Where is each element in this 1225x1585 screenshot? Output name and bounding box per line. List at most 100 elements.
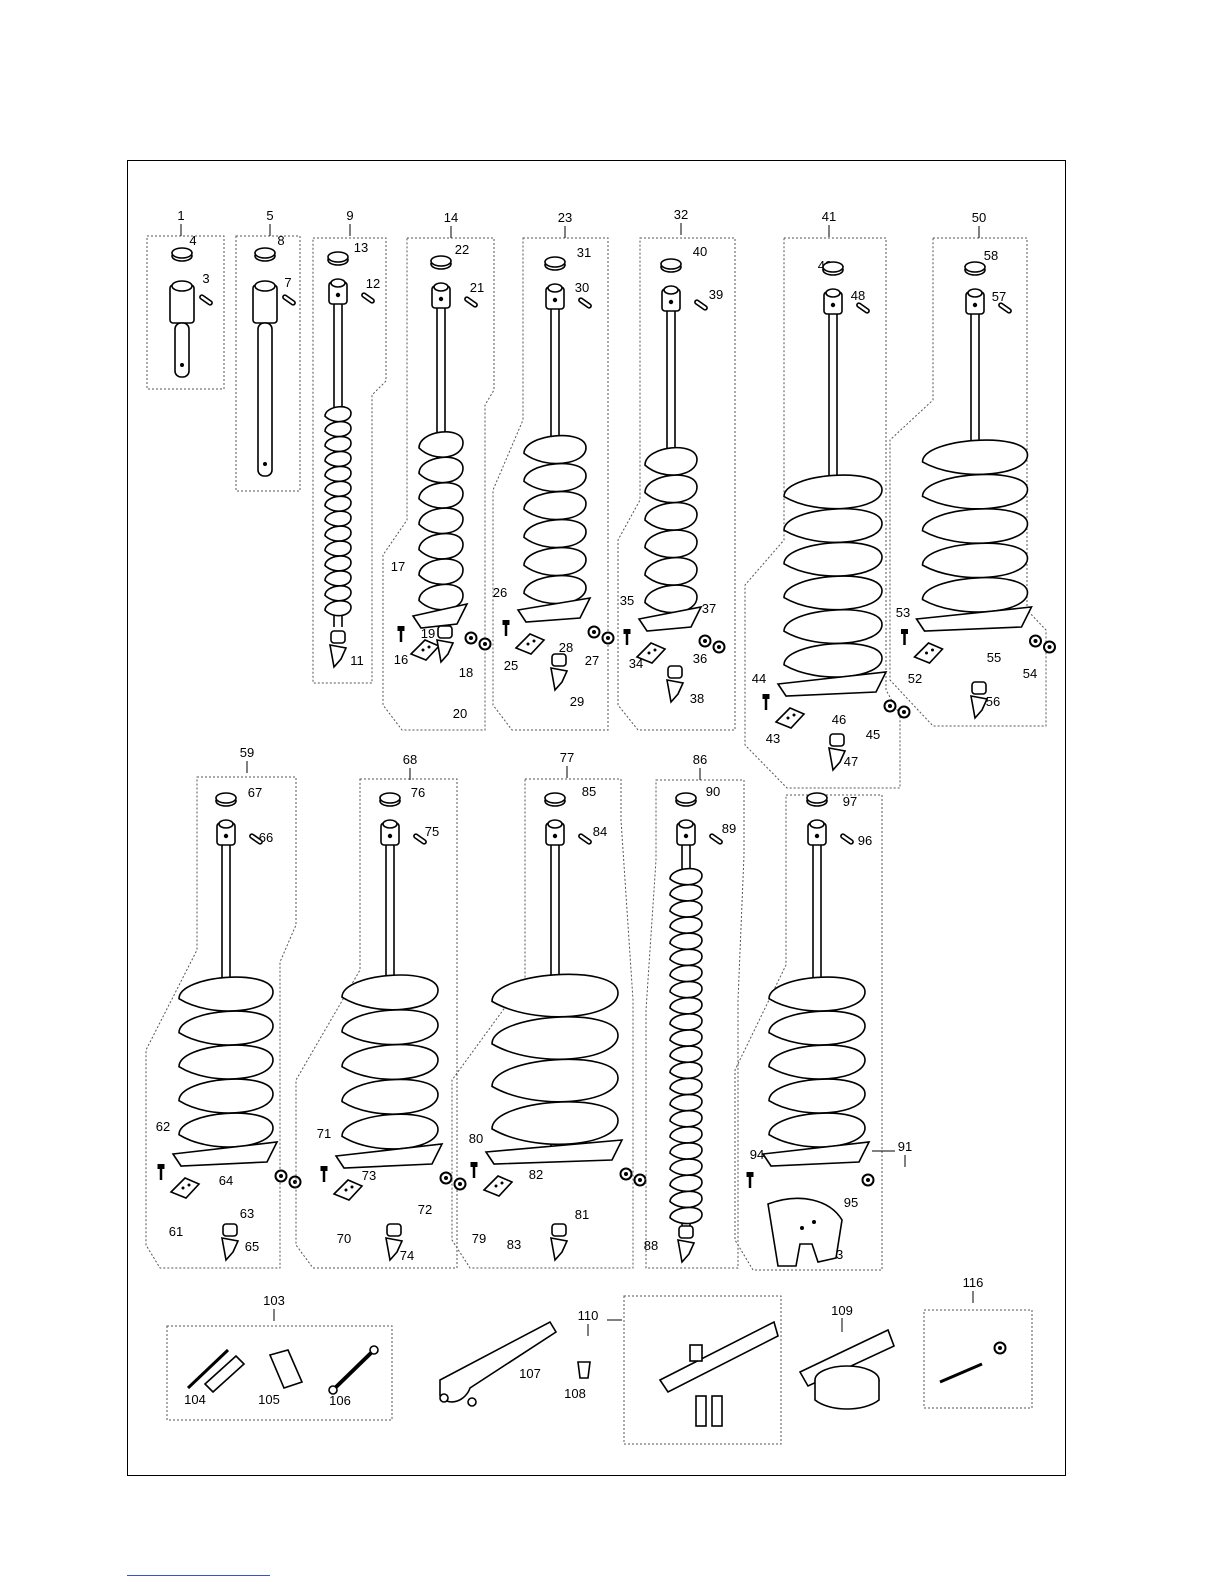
nut-icon bbox=[714, 642, 725, 653]
nut-icon bbox=[466, 633, 477, 644]
part-label-32: 32 bbox=[674, 207, 688, 222]
part-label-9: 9 bbox=[346, 208, 353, 223]
part-label-89: 89 bbox=[722, 821, 736, 836]
tool-kit-icons bbox=[188, 1346, 378, 1394]
nut-icon bbox=[863, 1175, 874, 1186]
group-103: 103104105106 bbox=[167, 1293, 392, 1420]
part-label-45: 45 bbox=[866, 727, 880, 742]
auger-flighting bbox=[325, 407, 351, 616]
ring-clip-icon bbox=[823, 262, 843, 275]
part-label-65: 65 bbox=[245, 1239, 259, 1254]
group-23: 2331302625282729 bbox=[493, 210, 614, 730]
part-label-12: 12 bbox=[366, 276, 380, 291]
part-label-70: 70 bbox=[337, 1231, 351, 1246]
auger-flighting bbox=[173, 977, 277, 1166]
part-label-84: 84 bbox=[593, 824, 607, 839]
drive-shaft-icon bbox=[253, 281, 277, 476]
nut-icon bbox=[441, 1173, 452, 1184]
ring-clip-icon bbox=[965, 262, 985, 275]
center-point-icon bbox=[971, 682, 987, 718]
part-label-43: 43 bbox=[766, 731, 780, 746]
part-label-18: 18 bbox=[459, 665, 473, 680]
pin-icon bbox=[464, 296, 478, 307]
auger-flighting bbox=[486, 974, 622, 1164]
cutter-blade-icon bbox=[516, 634, 544, 654]
part-label-91: 91 bbox=[898, 1139, 912, 1154]
part-label-22: 22 bbox=[455, 242, 469, 257]
group-5: 587 bbox=[236, 208, 300, 491]
part-label-61: 61 bbox=[169, 1224, 183, 1239]
part-label-77: 77 bbox=[560, 750, 574, 765]
bolt-icon bbox=[503, 620, 510, 636]
part-label-1: 1 bbox=[177, 208, 184, 223]
part-label-30: 30 bbox=[575, 280, 589, 295]
part-label-53: 53 bbox=[896, 605, 910, 620]
part-label-103: 103 bbox=[263, 1293, 285, 1308]
part-label-79: 79 bbox=[472, 1231, 486, 1246]
group-outline bbox=[924, 1310, 1032, 1408]
part-label-38: 38 bbox=[690, 691, 704, 706]
part-label-50: 50 bbox=[972, 210, 986, 225]
auger-flighting bbox=[413, 432, 467, 628]
nut-icon bbox=[480, 639, 491, 650]
part-label-40: 40 bbox=[693, 244, 707, 259]
part-label-57: 57 bbox=[992, 289, 1006, 304]
cutter-blade-icon bbox=[171, 1178, 199, 1198]
part-label-72: 72 bbox=[418, 1202, 432, 1217]
part-label-63: 63 bbox=[240, 1206, 254, 1221]
auger-flighting bbox=[639, 448, 701, 631]
part-label-59: 59 bbox=[240, 745, 254, 760]
bolt-icon bbox=[763, 694, 770, 710]
part-label-21: 21 bbox=[470, 280, 484, 295]
auger-flighting bbox=[917, 440, 1032, 631]
pin-icon bbox=[840, 833, 854, 844]
center-point-icon bbox=[330, 631, 346, 667]
part-label-85: 85 bbox=[582, 784, 596, 799]
pin-icon bbox=[282, 294, 296, 305]
spanner-wrench-icon bbox=[440, 1322, 556, 1406]
part-label-29: 29 bbox=[570, 694, 584, 709]
part-label-67: 67 bbox=[248, 785, 262, 800]
part-label-97: 97 bbox=[843, 794, 857, 809]
ring-clip-icon bbox=[255, 248, 275, 261]
pin-icon bbox=[856, 302, 870, 313]
part-label-74: 74 bbox=[400, 1248, 414, 1263]
part-label-7: 7 bbox=[284, 275, 291, 290]
center-point-icon bbox=[222, 1224, 238, 1260]
bolt-icon bbox=[321, 1166, 328, 1182]
part-label-27: 27 bbox=[585, 653, 599, 668]
auger-flighting bbox=[778, 475, 886, 696]
nut-icon bbox=[290, 1177, 301, 1188]
part-label-52: 52 bbox=[908, 671, 922, 686]
pin-icon bbox=[361, 292, 375, 303]
part-label-107: 107 bbox=[519, 1366, 541, 1381]
part-label-4: 4 bbox=[189, 233, 196, 248]
ring-clip-icon bbox=[661, 259, 681, 272]
part-label-90: 90 bbox=[706, 784, 720, 799]
part-label-94: 94 bbox=[750, 1147, 764, 1162]
cutter-blade-icon bbox=[334, 1180, 362, 1200]
part-label-64: 64 bbox=[219, 1173, 233, 1188]
group-109: 109 bbox=[800, 1303, 894, 1409]
part-label-105: 105 bbox=[258, 1392, 280, 1407]
part-label-106: 106 bbox=[329, 1393, 351, 1408]
part-label-8: 8 bbox=[277, 233, 284, 248]
ring-clip-icon bbox=[328, 252, 348, 265]
cutter-blade-icon bbox=[411, 640, 439, 660]
ring-clip-icon bbox=[216, 793, 236, 806]
group-110: 110 bbox=[578, 1296, 781, 1444]
group-14: 1422211716191820 bbox=[383, 210, 494, 730]
auger-flighting bbox=[336, 975, 442, 1168]
ice-cutter-blade-icon bbox=[768, 1198, 842, 1266]
part-label-96: 96 bbox=[858, 833, 872, 848]
part-label-86: 86 bbox=[693, 752, 707, 767]
footer-rule bbox=[127, 1575, 270, 1576]
nut-icon bbox=[589, 627, 600, 638]
part-label-44: 44 bbox=[752, 671, 766, 686]
cutter-blade-icon bbox=[484, 1176, 512, 1196]
ring-clip-icon bbox=[545, 257, 565, 270]
center-point-icon bbox=[551, 654, 567, 690]
